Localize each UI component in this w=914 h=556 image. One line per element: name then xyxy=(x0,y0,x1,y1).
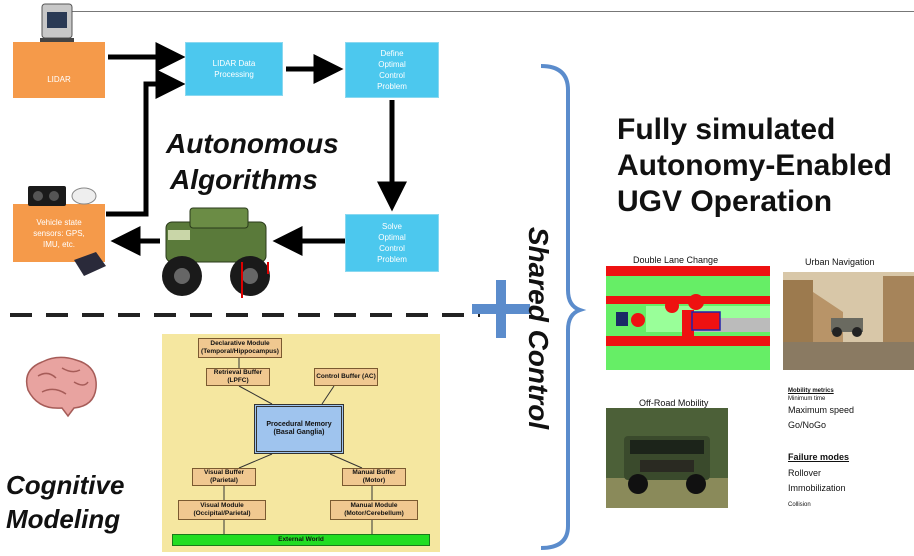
failure-rollover: Rollover xyxy=(788,468,822,478)
solve-problem-label: Solve Optimal Control Problem xyxy=(377,222,407,264)
urban-label: Urban Navigation xyxy=(805,257,875,267)
external-world-box: External World xyxy=(172,534,430,546)
autonomous-line1: Autonomous xyxy=(166,128,339,159)
title-line3: UGV Operation xyxy=(617,185,833,218)
solve-problem-box: Solve Optimal Control Problem xyxy=(345,214,439,272)
cognitive-line2: Modeling xyxy=(6,504,121,534)
vehicle-image xyxy=(156,202,276,300)
failure-collision: Collision xyxy=(788,502,811,508)
brain-image xyxy=(18,352,102,420)
shared-control-container: Shared Control xyxy=(522,208,558,448)
imu-device-image xyxy=(72,250,108,278)
declarative-module-box: Declarative Module (Temporal/Hippocampus… xyxy=(198,338,282,358)
page-title: Fully simulated Autonomy-Enabled UGV Ope… xyxy=(617,112,892,220)
title-line2: Autonomy-Enabled xyxy=(617,149,892,182)
lidar-label: LIDAR xyxy=(47,74,71,84)
plus-icon xyxy=(470,278,532,340)
cognitive-modeling-label: Cognitive Modeling xyxy=(6,468,124,536)
state-sensors-label: Vehicle state sensors: GPS, IMU, etc. xyxy=(33,217,85,249)
define-problem-box: Define Optimal Control Problem xyxy=(345,42,439,98)
failure-modes-header: Failure modes xyxy=(788,452,850,462)
lidar-processing-box: LIDAR Data Processing xyxy=(185,42,283,96)
mobility-metrics-header: Mobility metrics xyxy=(788,388,834,394)
cognitive-architecture-diagram: Declarative Module (Temporal/Hippocampus… xyxy=(162,334,440,552)
metric-min-time: Minimum time xyxy=(788,396,826,402)
visual-buffer-box: Visual Buffer (Parietal) xyxy=(192,468,256,486)
procedural-memory-box: Procedural Memory (Basal Ganglia) xyxy=(254,404,344,454)
control-buffer-box: Control Buffer (AC) xyxy=(314,368,378,386)
define-problem-label: Define Optimal Control Problem xyxy=(377,49,407,91)
double-lane-thumbnail xyxy=(606,266,770,370)
shared-control-label: Shared Control xyxy=(523,226,554,430)
autonomous-line2: Algorithms xyxy=(170,164,318,195)
offroad-thumbnail xyxy=(606,408,728,508)
visual-module-box: Visual Module (Occipital/Parietal) xyxy=(178,500,266,520)
manual-buffer-box: Manual Buffer (Motor) xyxy=(342,468,406,486)
manual-module-box: Manual Module (Motor/Cerebellum) xyxy=(330,500,418,520)
arrow-sensors-to-processing xyxy=(106,69,186,217)
shared-control-brace xyxy=(540,64,587,550)
retrieval-buffer-box: Retrieval Buffer (LPFC) xyxy=(206,368,270,386)
gps-device-image xyxy=(26,184,98,208)
failure-immobilization: Immobilization xyxy=(788,483,846,493)
metric-gonogo: Go/NoGo xyxy=(788,420,827,430)
cognitive-line1: Cognitive xyxy=(6,470,125,500)
title-line1: Fully simulated xyxy=(617,113,836,146)
urban-thumbnail xyxy=(783,272,914,370)
state-sensors-box: Vehicle state sensors: GPS, IMU, etc. xyxy=(13,204,105,262)
lidar-processing-label: LIDAR Data Processing xyxy=(212,59,256,79)
top-divider-line xyxy=(50,11,914,12)
double-lane-label: Double Lane Change xyxy=(633,255,719,265)
metric-max-speed: Maximum speed xyxy=(788,405,855,415)
offroad-label: Off-Road Mobility xyxy=(639,398,709,408)
autonomous-algorithms-label: Autonomous Algorithms xyxy=(166,126,339,198)
lidar-box: LIDAR xyxy=(13,42,105,98)
cognitive-arrows xyxy=(223,358,373,534)
